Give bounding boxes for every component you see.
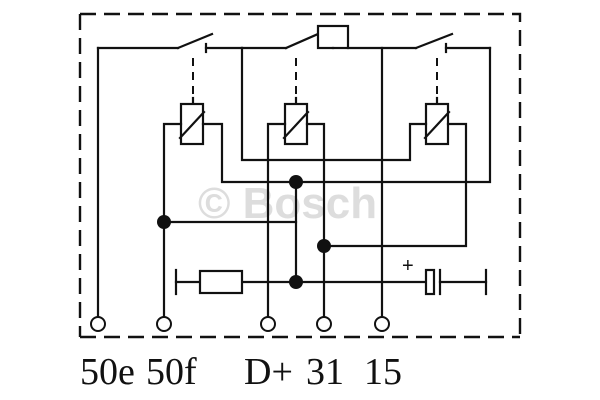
junction-dot	[317, 239, 331, 253]
relay-2-contact-block	[316, 24, 350, 50]
label-50e: 50e	[80, 351, 135, 393]
terminal-50f	[156, 316, 172, 332]
relay-1	[96, 32, 298, 224]
label-31: 31	[306, 351, 344, 393]
watermark: © Bosch	[198, 179, 377, 228]
junction-dot	[289, 175, 303, 189]
label-15: 15	[364, 351, 402, 393]
relay-1-switch	[96, 32, 244, 54]
terminal-31	[316, 316, 332, 332]
terminal-50e	[90, 316, 106, 332]
capacitor: +	[402, 255, 488, 296]
terminal-15	[374, 316, 390, 332]
terminal-d-plus	[260, 316, 276, 332]
capacitor-plus-sign: +	[402, 255, 414, 277]
relay-2	[240, 24, 350, 320]
wiring	[96, 46, 492, 320]
label-50f: 50f	[146, 351, 197, 393]
relay-3-switch	[346, 32, 492, 54]
junction-dot	[289, 275, 303, 289]
terminals	[90, 316, 390, 332]
resistor	[174, 268, 244, 296]
relay-3	[240, 32, 492, 248]
junction-dots	[157, 175, 331, 289]
terminal-labels: 50e 50f D+ 31 15	[80, 351, 402, 393]
relay-2-switch	[240, 24, 350, 50]
enclosure-outline	[78, 12, 522, 340]
junction-dot	[157, 215, 171, 229]
label-d-plus: D+	[244, 351, 293, 393]
